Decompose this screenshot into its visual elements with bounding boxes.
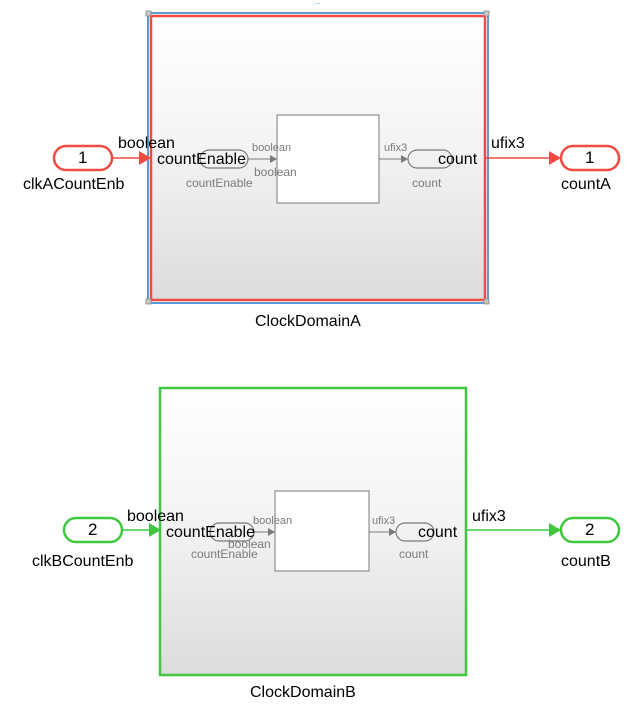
inner-outport-a-name: count	[412, 176, 442, 190]
signal-type-in-b: boolean	[127, 508, 184, 525]
inport-b-number: 2	[88, 520, 98, 539]
signal-type-out-a: ufix3	[491, 135, 525, 152]
inner-b-sig-type: boolean	[228, 537, 271, 551]
inner-outport-a	[407, 149, 453, 169]
outport-a-name[interactable]: countA	[561, 176, 611, 193]
inner-b-out-type: ufix3	[372, 515, 396, 527]
subsystem-clock-domain-a[interactable]	[145, 10, 490, 305]
outport-a-number: 1	[585, 148, 595, 167]
subsystem-b-port-label-in: countEnable	[166, 524, 255, 541]
inner-b-in-type: boolean	[253, 515, 293, 527]
inner-a-out-type: ufix3	[384, 142, 408, 154]
inner-a-in-type: boolean	[252, 142, 292, 154]
outport-b-name[interactable]: countB	[561, 553, 611, 570]
resize-handle-tl[interactable]	[145, 10, 152, 17]
inner-block-a	[276, 114, 380, 204]
selection-marker: ...	[314, 0, 321, 6]
subsystem-b-name[interactable]: ClockDomainB	[250, 684, 356, 701]
outport-block-a[interactable]	[559, 144, 621, 172]
inner-block-b	[274, 490, 370, 572]
subsystem-b-contents	[209, 490, 435, 572]
outport-b-number: 2	[585, 520, 595, 539]
subsystem-a-contents	[199, 114, 453, 204]
inport-a-number: 1	[78, 148, 88, 167]
signal-type-out-b: ufix3	[472, 508, 506, 525]
inport-b-name[interactable]: clkBCountEnb	[32, 553, 134, 570]
signal-arrow-out-b	[549, 523, 561, 537]
signal-arrow-out-a	[549, 151, 561, 165]
inner-a-sig-type: boolean	[254, 165, 297, 179]
signal-arrow-in-b	[149, 523, 161, 537]
resize-handle-br[interactable]	[483, 298, 490, 305]
resize-handle-bl[interactable]	[145, 298, 152, 305]
subsystem-a-name[interactable]: ClockDomainA	[255, 313, 361, 330]
inner-outport-b-name: count	[399, 547, 429, 561]
subsystem-a-port-label-in: countEnable	[157, 151, 246, 168]
inner-inport-a-name: countEnable	[186, 176, 253, 190]
resize-handle-tr[interactable]	[483, 10, 490, 17]
subsystem-a-body[interactable]	[149, 14, 487, 302]
subsystem-b-port-label-out: count	[418, 524, 458, 541]
inner-outport-b	[395, 522, 435, 542]
inner-inport-b-name: countEnable	[191, 547, 258, 561]
inport-a-name[interactable]: clkACountEnb	[23, 176, 125, 193]
signal-type-in-a: boolean	[118, 135, 175, 152]
outport-block-b[interactable]	[559, 516, 621, 544]
subsystem-a-port-label-out: count	[438, 151, 478, 168]
signal-arrow-in-a	[139, 151, 151, 165]
